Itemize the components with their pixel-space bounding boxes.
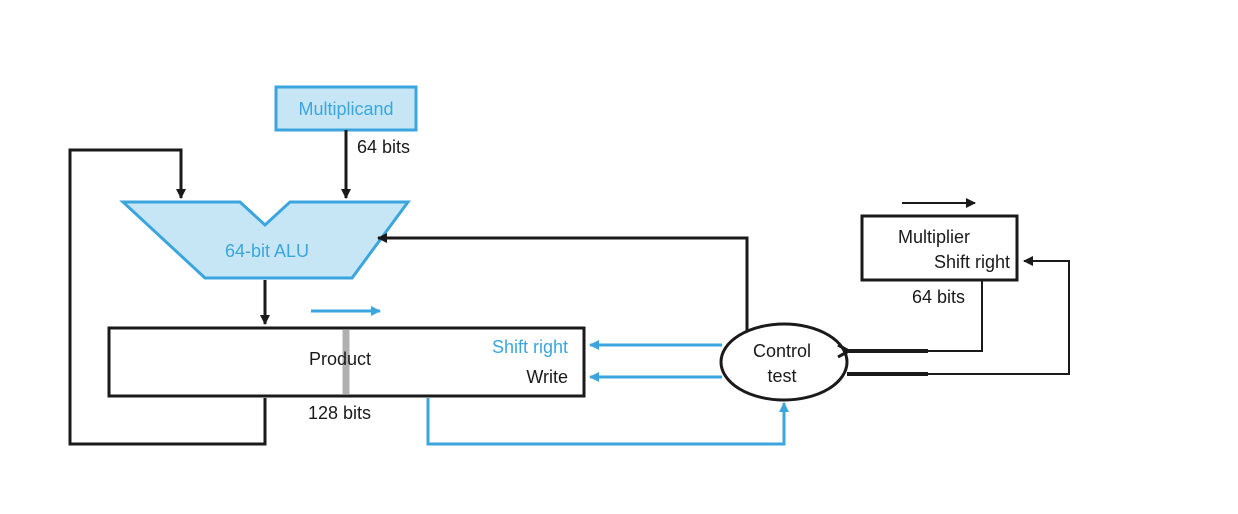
control-ellipse [719, 322, 849, 402]
multiplier-register: Multiplier Shift right [860, 214, 1019, 282]
product-feedback-arrow [68, 148, 267, 446]
product-shift-right-label: Shift right [492, 337, 568, 357]
multiplier-label: Multiplier [898, 227, 970, 247]
multiplier-to-control-line [928, 281, 983, 352]
product-label: Product [309, 349, 371, 369]
multiplicand-register: Multiplicand [274, 85, 418, 132]
product-register: Product Shift right Write [107, 326, 586, 398]
multiplier-bits-label: 64 bits [912, 287, 965, 307]
alu-label: 64-bit ALU [225, 241, 309, 261]
product-to-control-arrow [426, 398, 789, 446]
control-label-line2: test [767, 366, 796, 386]
multiplicand-bits-label: 64 bits [357, 137, 410, 157]
product-write-label: Write [526, 367, 568, 387]
multiplicand-label: Multiplicand [298, 99, 393, 119]
control-to-multiplier-arrow [928, 256, 1070, 375]
multiplier-shift-right-label: Shift right [934, 252, 1010, 272]
alu-shape [119, 200, 411, 280]
multiplier-box [860, 214, 1019, 282]
control-test: Control test [719, 322, 849, 402]
product-bits-label: 128 bits [308, 403, 371, 423]
control-to-alu-arrow [377, 233, 749, 334]
control-label-line1: Control [753, 341, 811, 361]
alu: 64-bit ALU [119, 200, 411, 280]
